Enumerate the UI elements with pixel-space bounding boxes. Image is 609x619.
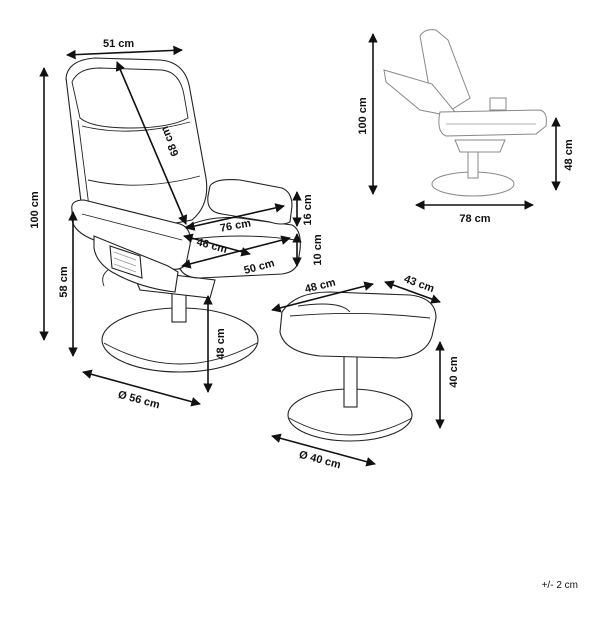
recliner-chair xyxy=(65,57,301,373)
reclined-side-view xyxy=(383,29,547,197)
label-ottoman-base-diameter: Ø 40 cm xyxy=(298,449,343,472)
label-seat-floor-height: 58 cm xyxy=(58,266,70,297)
label-armrest-height: 16 cm xyxy=(302,194,314,225)
label-seat-thickness: 10 cm xyxy=(312,234,324,265)
label-reclined-length: 78 cm xyxy=(459,213,490,225)
dimension-lines xyxy=(39,33,561,467)
label-chair-base-height: 48 cm xyxy=(215,328,227,359)
tolerance-note: +/- 2 cm xyxy=(542,580,578,591)
ottoman xyxy=(279,291,437,442)
label-depth: 76 cm xyxy=(219,217,252,234)
label-total-height: 100 cm xyxy=(29,191,41,229)
label-ottoman-height: 40 cm xyxy=(448,356,460,387)
label-chair-width: 51 cm xyxy=(103,38,134,50)
label-ottoman-depth: 43 cm xyxy=(402,273,436,295)
label-reclined-height: 100 cm xyxy=(357,97,369,135)
label-reclined-seat-height: 48 cm xyxy=(563,139,575,170)
